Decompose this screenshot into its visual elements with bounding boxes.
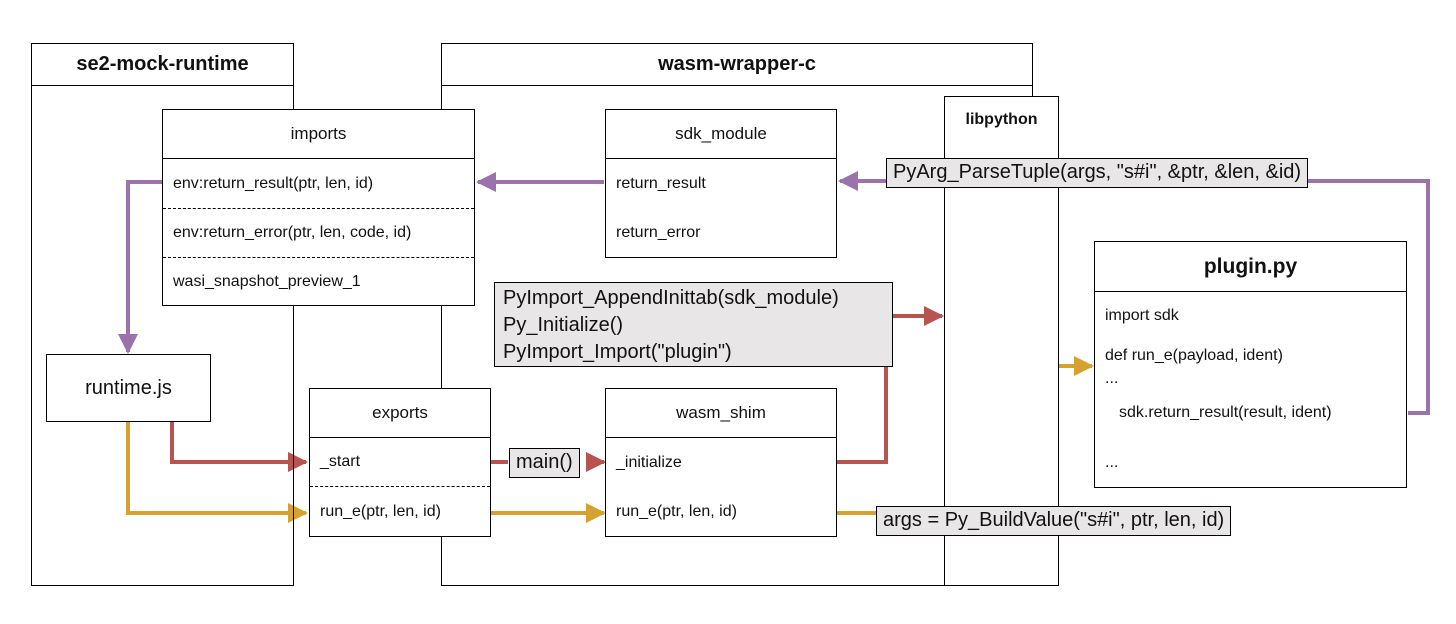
plugin-py-line-ellipsis-1: ... xyxy=(1105,370,1119,387)
sdk-module-title: sdk_module xyxy=(606,110,836,159)
main-call-annotation: main() xyxy=(509,448,580,478)
wasm-shim-row-run-e: run_e(ptr, len, id) xyxy=(616,502,737,520)
plugin-py-line-def: def run_e(payload, ident) xyxy=(1105,347,1283,364)
wasm-shim-title: wasm_shim xyxy=(606,389,836,438)
purple-wire-imports-to-runtime xyxy=(118,180,162,354)
orange-wire-runtime-to-exports xyxy=(126,422,308,523)
plugin-py-line-return: sdk.return_result(result, ident) xyxy=(1119,404,1332,421)
exports-title: exports xyxy=(310,389,490,438)
plugin-py-title: plugin.py xyxy=(1095,242,1406,292)
init-calls-annotation: PyImport_AppendInittab(sdk_module) Py_In… xyxy=(494,282,893,367)
build-value-annotation: args = Py_BuildValue("s#i", ptr, len, id… xyxy=(876,506,1232,536)
wasm-wrapper-c-title: wasm-wrapper-c xyxy=(658,53,816,75)
imports-title: imports xyxy=(163,110,474,159)
build-value-text: args = Py_BuildValue("s#i", ptr, len, id… xyxy=(883,509,1225,531)
main-call-text: main() xyxy=(516,451,573,473)
se2-mock-runtime-title-bar: se2-mock-runtime xyxy=(32,44,293,86)
parse-tuple-text: PyArg_ParseTuple(args, "s#i", &ptr, &len… xyxy=(893,161,1302,183)
sdk-module-row-return-result: return_result xyxy=(616,174,706,192)
parse-tuple-annotation: PyArg_ParseTuple(args, "s#i", &ptr, &len… xyxy=(886,158,1309,188)
exports-box: exports _start run_e(ptr, len, id) xyxy=(309,388,491,537)
plugin-py-line-ellipsis-2: ... xyxy=(1105,454,1119,471)
imports-row-return-error: env:return_error(ptr, len, code, id) xyxy=(163,208,474,257)
exports-row-start: _start xyxy=(310,438,490,487)
sdk-module-row-return-error: return_error xyxy=(616,223,701,241)
se2-mock-runtime-title: se2-mock-runtime xyxy=(76,53,249,75)
wasm-shim-box: wasm_shim _initialize run_e(ptr, len, id… xyxy=(605,388,837,537)
exports-row-run-e: run_e(ptr, len, id) xyxy=(320,502,441,520)
imports-box: imports env:return_result(ptr, len, id) … xyxy=(162,109,475,306)
plugin-py-line-import: import sdk xyxy=(1105,307,1179,324)
wasm-wrapper-c-title-bar: wasm-wrapper-c xyxy=(442,44,1032,86)
sdk-module-box: sdk_module return_result return_error xyxy=(605,109,837,258)
init-line-append-inittab: PyImport_AppendInittab(sdk_module) xyxy=(503,287,839,309)
imports-row-return-result: env:return_result(ptr, len, id) xyxy=(173,174,374,192)
init-line-py-initialize: Py_Initialize() xyxy=(503,314,624,336)
libpython-title: libpython xyxy=(965,111,1038,128)
red-wire-initialize-to-init xyxy=(837,366,888,464)
runtime-js-box: runtime.js xyxy=(46,354,211,422)
runtime-js-label: runtime.js xyxy=(85,376,172,399)
red-wire-runtime-to-start xyxy=(170,422,308,472)
init-line-import-plugin: PyImport_Import("plugin") xyxy=(503,341,732,363)
se2-mock-runtime-container: se2-mock-runtime xyxy=(31,43,294,586)
plugin-py-box: plugin.py import sdk def run_e(payload, … xyxy=(1094,241,1407,488)
wasm-shim-row-initialize: _initialize xyxy=(616,453,682,471)
imports-row-wasi: wasi_snapshot_preview_1 xyxy=(163,257,474,305)
